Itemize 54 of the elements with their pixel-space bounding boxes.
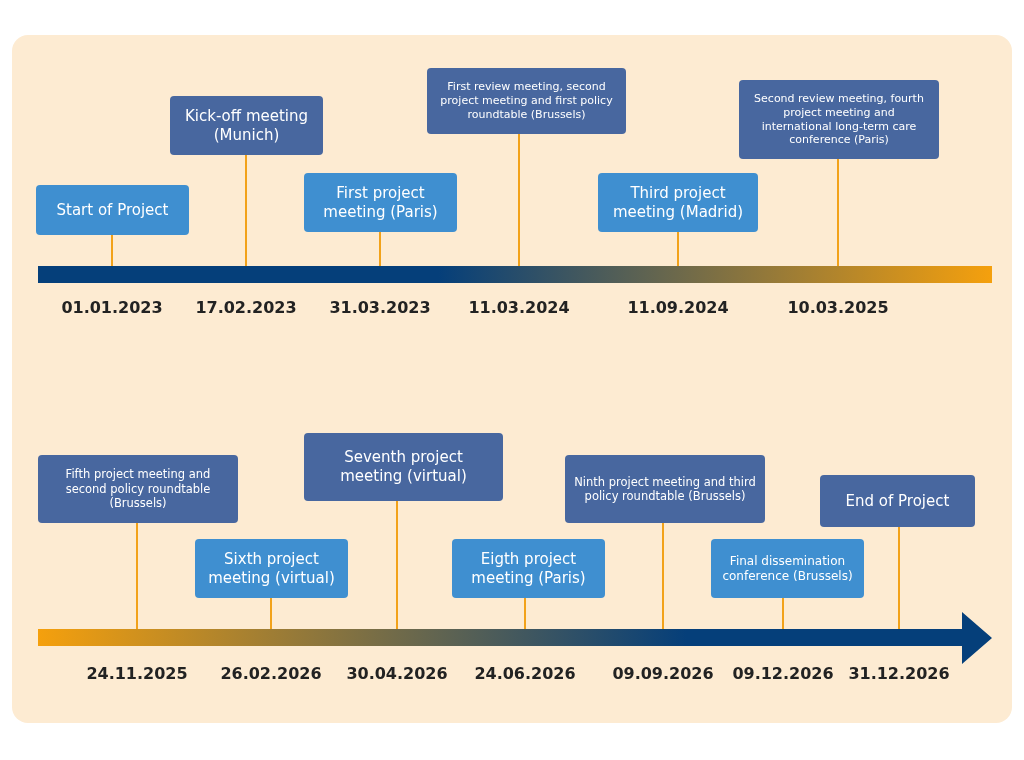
leader-line [782,597,784,630]
event-box [598,173,758,232]
event-text: First review meeting, second project meeting and first policy roundtable (Brussels) [439,80,614,122]
date-label: 30.04.2026 [345,664,449,683]
timeline-arrow [38,612,992,664]
date-label: 09.09.2026 [611,664,715,683]
date-label: 31.03.2023 [328,298,432,317]
leader-line [662,522,664,630]
event-text: Sixth project meeting (virtual) [207,549,336,588]
event-box [427,68,626,134]
leader-line [677,231,679,267]
leader-line [518,133,520,267]
event-text: Kick-off meeting (Munich) [183,106,310,145]
event-box [820,475,975,527]
date-label: 24.11.2025 [85,664,189,683]
leader-line [245,154,247,267]
leader-line [837,158,839,267]
leader-line [898,526,900,630]
event-text: Fifth project meeting and second policy roundtable (Brussels) [64,467,212,511]
event-text: Ninth project meeting and third policy roundtable (Brussels) [573,474,757,504]
date-label: 11.03.2024 [467,298,571,317]
date-label: 09.12.2026 [731,664,835,683]
date-label: 26.02.2026 [219,664,323,683]
event-box [565,455,765,523]
date-label: 01.01.2023 [60,298,164,317]
event-text: Seventh project meeting (virtual) [339,448,468,486]
event-text: Eigth project meeting (Paris) [470,549,587,588]
event-box [452,539,605,598]
event-text: End of Project [845,491,950,511]
date-label: 10.03.2025 [786,298,890,317]
event-text: Start of Project [56,200,169,220]
date-label: 31.12.2026 [847,664,951,683]
leader-line [111,234,113,267]
leader-line [524,597,526,630]
date-label: 17.02.2023 [194,298,298,317]
event-box [304,173,457,232]
event-box [195,539,348,598]
date-label: 24.06.2026 [473,664,577,683]
event-box [38,455,238,523]
event-box [304,433,503,501]
leader-line [379,231,381,267]
event-box [739,80,939,159]
leader-line [396,500,398,630]
leader-line [136,522,138,630]
event-text: Final dissemination conference (Brussels) [721,553,854,584]
date-label: 11.09.2024 [626,298,730,317]
leader-line [270,597,272,630]
event-box [36,185,189,235]
event-text: Third project meeting (Madrid) [611,183,745,222]
event-text: First project meeting (Paris) [322,183,439,222]
event-box [711,539,864,598]
event-text: Second review meeting, fourth project meeting and international long-term care conference (Paris) [753,92,925,147]
event-box [170,96,323,155]
timeline-bar [38,266,992,283]
